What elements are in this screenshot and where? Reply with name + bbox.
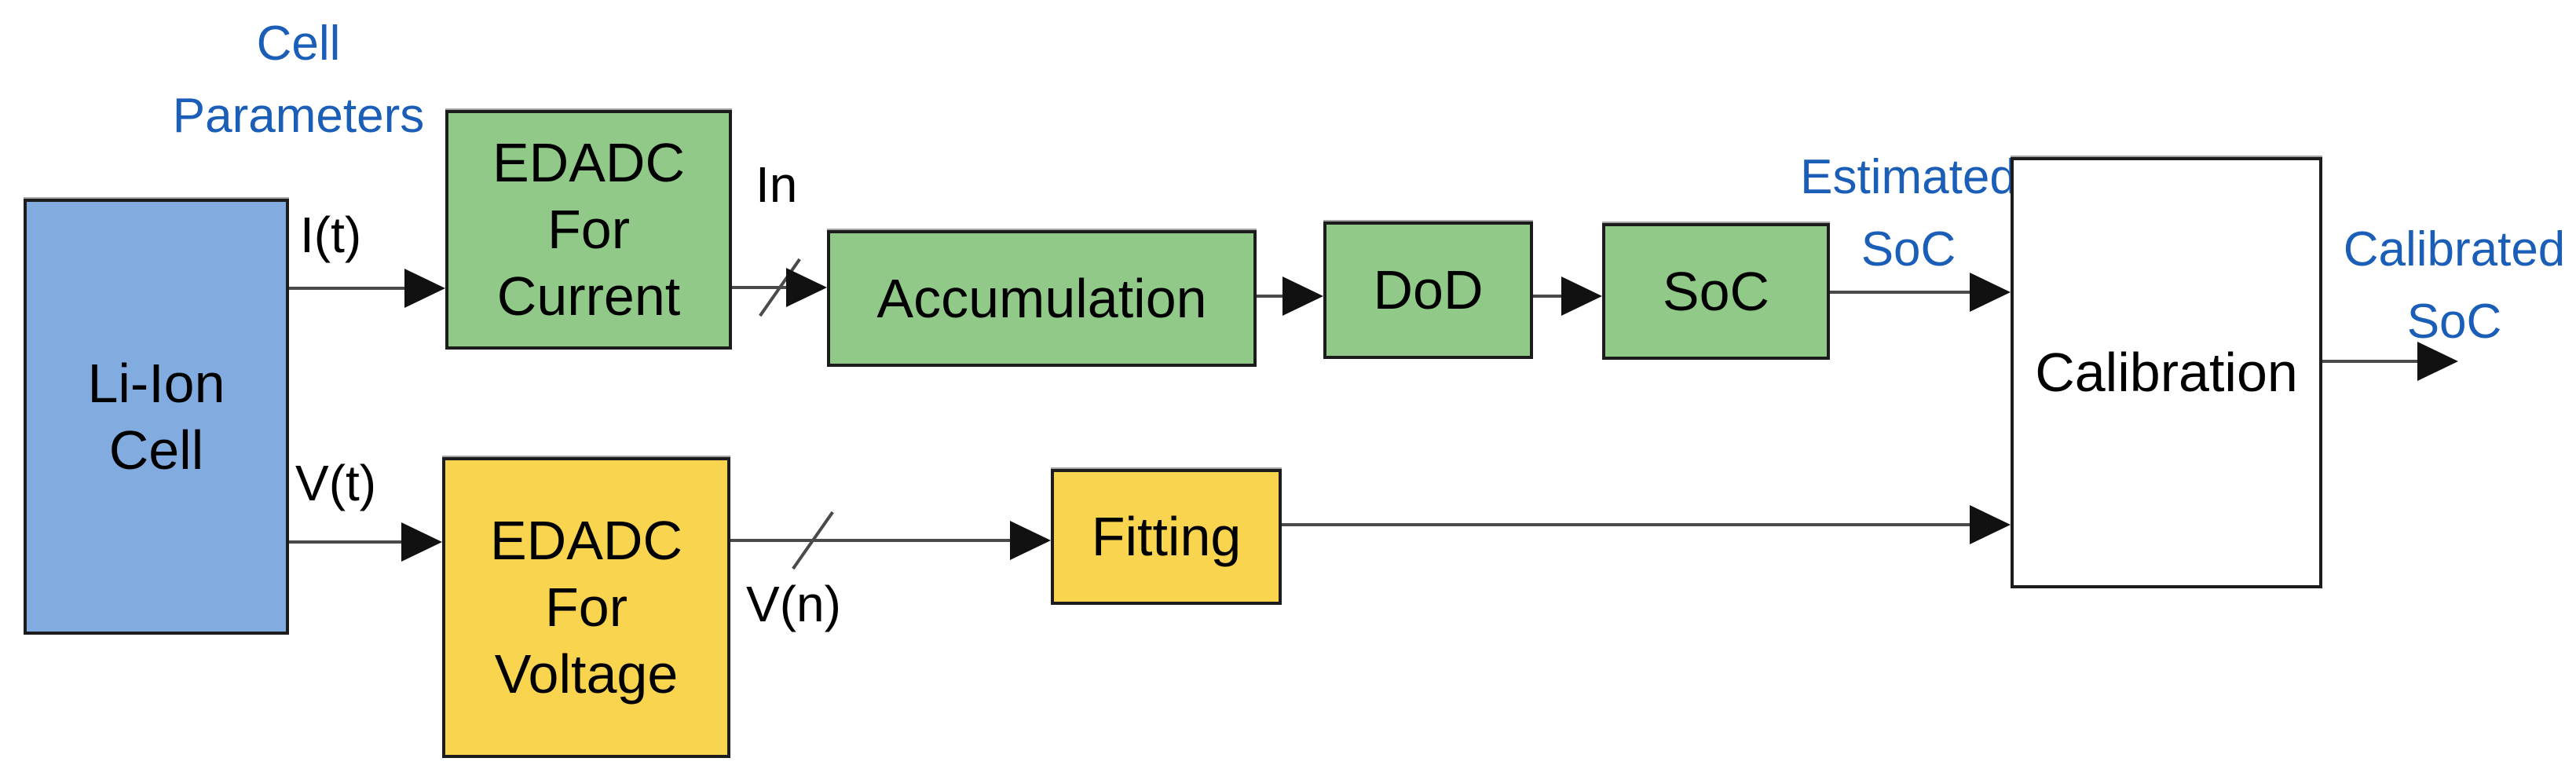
node-fitting: Fitting [1051,469,1282,605]
arrow-line [2322,360,2420,363]
arrow-line [730,539,1013,542]
node-edadc-voltage: EDADC For Voltage [442,457,730,758]
arrowhead-icon [2417,342,2458,381]
arrowhead-icon [404,269,445,308]
arrowhead-icon [786,268,827,307]
cell-parameters-line2: Parameters [172,89,425,143]
node-dod-line1: DoD [1373,259,1484,320]
node-soc: SoC [1602,223,1830,360]
node-edadc-voltage-line3: Voltage [494,643,679,705]
node-calibration: Calibration [2011,157,2322,588]
arrowhead-icon [1561,276,1602,316]
arrowhead-icon [1970,273,2011,312]
node-li-ion-cell-line1: Li-Ion [87,352,225,414]
node-edadc-voltage-line1: EDADC [489,510,683,571]
calibrated-soc-line2: SoC [2406,295,2502,349]
estimated-soc-line2: SoC [1861,222,1956,276]
signal-it-label: I(t) [300,207,362,263]
arrow-line [289,287,409,290]
arrow-line [1282,523,1974,526]
calibrated-soc-line1: Calibrated [2343,222,2566,276]
arrow-line [1533,295,1566,298]
arrow-line [1830,291,1975,294]
calibrated-soc-label: Calibrated SoC [2317,214,2576,358]
arrowhead-icon [1010,521,1051,560]
arrow-line [732,286,791,289]
cell-parameters-label: Cell Parameters [102,8,495,152]
estimated-soc-label: Estimated SoC [1751,141,2066,286]
node-accumulation: Accumulation [827,230,1257,367]
signal-in-label: In [756,156,798,213]
node-dod: DoD [1323,222,1533,359]
node-calibration-line1: Calibration [2035,342,2298,403]
node-edadc-current-line2: For [547,199,630,260]
node-accumulation-line1: Accumulation [876,267,1207,329]
node-fitting-line1: Fitting [1091,506,1242,567]
node-li-ion-cell: Li-Ion Cell [24,199,289,635]
estimated-soc-line1: Estimated [1800,150,2017,204]
arrowhead-icon [401,522,442,562]
node-soc-line1: SoC [1662,260,1770,322]
arrowhead-icon [1970,505,2011,544]
node-edadc-current-line1: EDADC [492,132,686,193]
node-li-ion-cell-line2: Cell [108,419,204,481]
node-edadc-current: EDADC For Current [445,110,732,350]
node-edadc-voltage-line2: For [545,577,628,638]
arrowhead-icon [1283,276,1323,316]
arrow-line [1257,295,1288,298]
node-edadc-current-line3: Current [496,265,681,327]
arrow-line [289,540,406,544]
cell-parameters-line1: Cell [256,16,341,71]
signal-vn-label: V(n) [746,576,841,632]
signal-vt-label: V(t) [295,455,377,511]
